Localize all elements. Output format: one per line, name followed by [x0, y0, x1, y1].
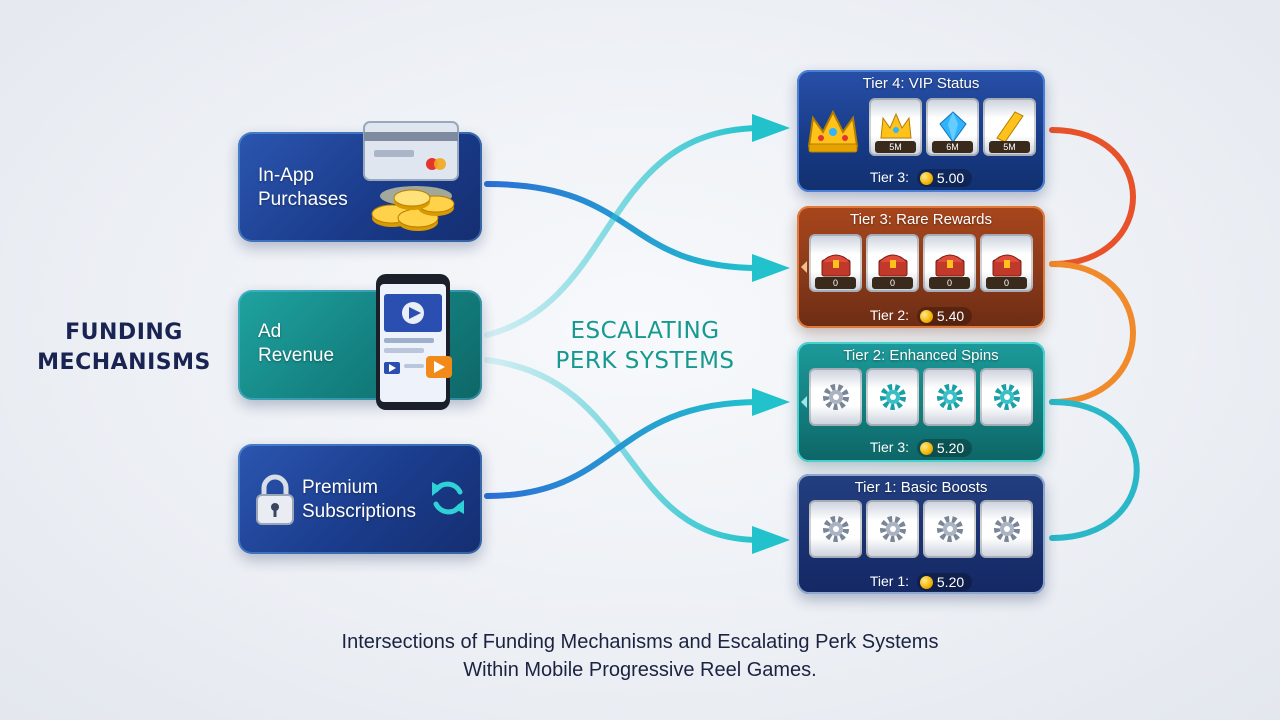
coin-icon [919, 310, 933, 324]
tier-3-footer: Tier 2: 5.40 [797, 306, 1045, 326]
tier-2-reel [809, 368, 862, 426]
ad-revenue-card: Ad Revenue [238, 274, 482, 410]
tier-1-reel [809, 500, 862, 558]
tier-3-reel-value: 0 [929, 277, 970, 289]
treasure-chest-icon [821, 254, 850, 277]
premium-subscriptions-label: Premium Subscriptions [302, 477, 417, 522]
in-app-purchases-label: In-App Purchases [258, 165, 348, 210]
gear-icon [936, 384, 963, 410]
tier-3-title: Tier 3: Rare Rewards [850, 211, 992, 228]
tier-4-reels: 5M 6M 5M [869, 98, 1039, 156]
gear-icon [993, 516, 1020, 542]
tier-4-reel-gem: 6M [926, 98, 979, 156]
treasure-chest-icon [992, 254, 1021, 277]
perk-systems-title: ESCALATING PERK SYSTEMS [555, 318, 735, 374]
tier-2-left-marker [801, 396, 807, 408]
gear-icon [879, 516, 906, 542]
tier-2-footer-pill: 5.20 [916, 439, 973, 458]
tier-1-card: Tier 1: Basic Boosts Tier 1: 5.20 [797, 474, 1045, 594]
tier-1-reels [809, 500, 1033, 558]
treasure-chest-icon [935, 254, 964, 277]
crown-icon [807, 109, 859, 153]
tier-2-footer-label: Tier 3: [869, 439, 909, 455]
arrowhead-tier2 [752, 388, 790, 416]
tier-1-title: Tier 1: Basic Boosts [854, 479, 988, 496]
tier-1-reel [980, 500, 1033, 558]
arrowhead-tier1 [752, 526, 790, 554]
flow-premium-to-tier2 [484, 399, 763, 499]
tier-4-reel-value: 5M [875, 141, 916, 153]
tier-2-footer-value: 5.20 [936, 440, 965, 457]
tier-2-reel [923, 368, 976, 426]
tier-3-reel-value: 0 [986, 277, 1027, 289]
coin-icon [919, 576, 933, 590]
loop-tier2-tier1 [1049, 399, 1140, 541]
gear-icon [993, 384, 1020, 410]
diagram-caption: Intersections of Funding Mechanisms and … [341, 631, 939, 681]
gear-icon [822, 384, 849, 410]
arrowhead-tier3 [752, 254, 790, 282]
credit-card-coins-icon [363, 121, 459, 231]
crown-symbol-icon [879, 112, 912, 139]
ad-revenue-label: Ad Revenue [258, 321, 335, 366]
tier-3-reels: 0 0 0 0 [809, 234, 1033, 292]
tier-1-footer: Tier 1: 5.20 [797, 572, 1045, 592]
funding-mechanisms-title: FUNDING MECHANISMS [37, 320, 211, 375]
tier-1-reel [923, 500, 976, 558]
tier-4-title: Tier 4: VIP Status [862, 75, 980, 92]
tier-3-left-marker [801, 261, 807, 273]
tier-3-footer-label: Tier 2: [869, 307, 909, 323]
tier-2-footer: Tier 3: 5.20 [797, 438, 1045, 458]
tier-4-reel-bar: 5M [983, 98, 1036, 156]
flow-inapp-to-tier3 [484, 181, 763, 271]
tier-1-footer-label: Tier 1: [869, 573, 909, 589]
tier-1-reel [866, 500, 919, 558]
premium-subscriptions-card: Premium Subscriptions [238, 444, 482, 554]
tier-4-footer-value: 5.00 [936, 170, 965, 187]
tier-4-card: Tier 4: VIP Status 5M 6M 5M Tier 3: 5.00 [797, 70, 1045, 192]
tier-4-footer-pill: 5.00 [916, 169, 973, 188]
tier-2-title: Tier 2: Enhanced Spins [843, 347, 999, 364]
flow-ad-to-tier4 [484, 125, 763, 338]
tier-3-footer-value: 5.40 [936, 308, 965, 325]
tier-4-reel-value: 5M [989, 141, 1030, 153]
gold-bar-icon [995, 111, 1024, 143]
tier-3-reel-value: 0 [872, 277, 913, 289]
renew-cycle-icon [432, 481, 464, 515]
tier-4-footer-label: Tier 3: [869, 169, 909, 185]
coin-icon [919, 172, 933, 186]
tier-1-footer-value: 5.20 [936, 574, 965, 591]
padlock-icon [256, 474, 294, 525]
coin-icon [919, 442, 933, 456]
tier-2-reels [809, 368, 1033, 426]
loop-tier4-tier3 [1049, 127, 1136, 267]
in-app-purchases-card: In-App Purchases [238, 121, 482, 242]
gem-icon [938, 111, 967, 143]
tier-4-reel-crown: 5M [869, 98, 922, 156]
gear-icon [822, 516, 849, 542]
tier-3-reel: 0 [809, 234, 862, 292]
tier-3-reel: 0 [980, 234, 1033, 292]
tier-3-reel: 0 [923, 234, 976, 292]
tier-3-card: Tier 3: Rare Rewards 0 0 0 0 Tier 2: 5.4… [797, 206, 1045, 328]
loop-tier3-tier2 [1049, 261, 1136, 405]
tier-4-reel-value: 6M [932, 141, 973, 153]
tier-2-card: Tier 2: Enhanced Spins Tier 3: 5.20 [797, 342, 1045, 462]
smartphone-video-ad-icon [376, 274, 452, 410]
arrowhead-tier4 [752, 114, 790, 142]
flow-ad-to-tier1 [484, 357, 763, 543]
tier-2-reel [866, 368, 919, 426]
gear-icon [879, 384, 906, 410]
gear-icon [936, 516, 963, 542]
treasure-chest-icon [878, 254, 907, 277]
tier-3-reel-value: 0 [815, 277, 856, 289]
tier-1-footer-pill: 5.20 [916, 573, 973, 592]
tier-3-reel: 0 [866, 234, 919, 292]
tier-3-footer-pill: 5.40 [916, 307, 973, 326]
tier-4-footer: Tier 3: 5.00 [797, 168, 1045, 188]
tier-2-reel [980, 368, 1033, 426]
